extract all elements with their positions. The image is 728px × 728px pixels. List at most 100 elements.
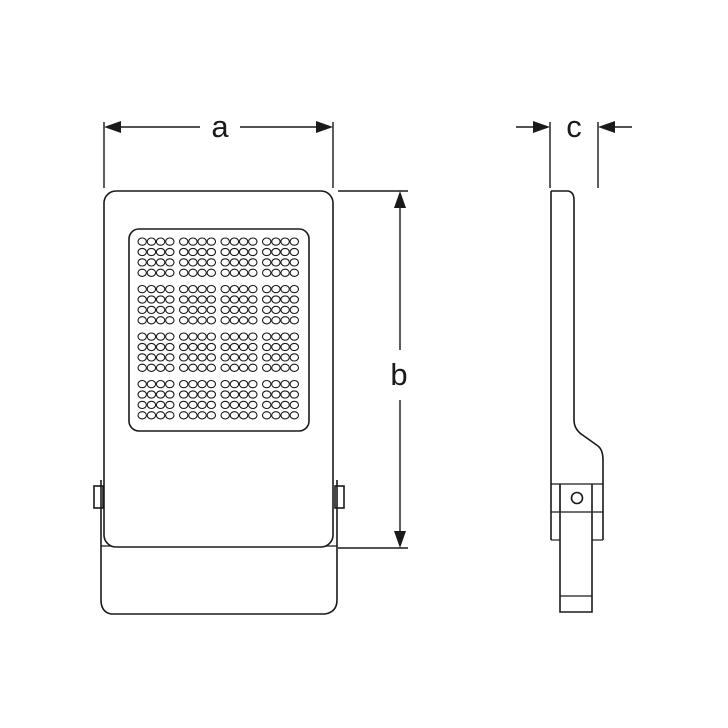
led-chip [178, 316, 189, 325]
led-chip [155, 237, 166, 246]
led-chip [261, 305, 272, 315]
led-chip [165, 284, 175, 294]
led-chip [271, 284, 281, 294]
led-chip [248, 268, 258, 277]
led-chip [206, 268, 217, 277]
led-chip [188, 342, 198, 352]
led-chip [155, 332, 166, 341]
led-chip [289, 284, 300, 294]
led-chip [188, 237, 198, 246]
led-chip [271, 305, 281, 315]
led-chip [220, 258, 230, 267]
led-chip [178, 305, 189, 315]
led-chip [206, 295, 217, 304]
led-chip [188, 295, 198, 304]
led-chip [229, 363, 240, 372]
led-chip [248, 237, 258, 246]
led-chip [238, 316, 249, 325]
led-chip [197, 305, 207, 315]
depth-dimension: c [516, 109, 632, 188]
width-dimension: a [103, 109, 334, 188]
led-chip [220, 284, 230, 294]
pivot-screw [570, 491, 584, 505]
led-chip [178, 379, 189, 389]
led-chip [229, 295, 240, 304]
led-chip [188, 353, 198, 362]
height-dimension: b [338, 190, 408, 549]
led-chip [248, 379, 258, 389]
led-chip [137, 284, 147, 294]
led-chip [206, 400, 217, 410]
led-chip [165, 342, 175, 352]
led-chip [248, 305, 258, 315]
led-chip [178, 332, 189, 341]
led-chip [238, 258, 249, 267]
led-chip [178, 284, 189, 294]
led-chip [206, 390, 217, 399]
led-chip [206, 342, 217, 352]
led-chip [289, 379, 300, 389]
led-chip [229, 237, 240, 246]
led-chip [220, 400, 230, 410]
led-chip [197, 411, 207, 420]
led-chip [197, 258, 207, 267]
led-chip [165, 400, 175, 410]
led-chip [229, 342, 240, 352]
led-chip [146, 305, 157, 315]
led-chip [238, 247, 249, 257]
led-chip [220, 342, 230, 352]
led-chip [178, 390, 189, 399]
led-chip [155, 305, 166, 315]
led-chip [146, 316, 157, 325]
led-chip [188, 316, 198, 325]
led-chip [197, 332, 207, 341]
led-chip [137, 316, 147, 325]
led-chip [280, 316, 290, 325]
led-chip [220, 237, 230, 246]
width-label: a [211, 109, 229, 144]
led-chip [137, 411, 147, 420]
led-chip [229, 284, 240, 294]
led-chip [280, 332, 290, 341]
led-chip [137, 305, 147, 315]
led-chip [238, 332, 249, 341]
led-chip [146, 379, 157, 389]
led-chip [146, 247, 157, 257]
led-chip [289, 295, 300, 304]
led-chip [155, 411, 166, 420]
led-chip [238, 353, 249, 362]
led-chip [206, 247, 217, 257]
led-chip [289, 400, 300, 410]
led-chip [280, 400, 290, 410]
led-chip [238, 295, 249, 304]
side-view: c [516, 109, 632, 613]
led-chip [188, 400, 198, 410]
led-chip [206, 305, 217, 315]
led-chip [280, 390, 290, 399]
led-chip [220, 295, 230, 304]
led-chip [178, 268, 189, 277]
led-chip [197, 295, 207, 304]
led-chip [165, 268, 175, 277]
led-chip [289, 305, 300, 315]
led-chip [280, 353, 290, 362]
led-chip [238, 268, 249, 277]
led-chip [289, 411, 300, 420]
led-chip [178, 411, 189, 420]
led-chip [261, 390, 272, 399]
led-chip [188, 305, 198, 315]
led-chip [229, 400, 240, 410]
led-chip [280, 342, 290, 352]
led-chip [271, 353, 281, 362]
led-chip [155, 379, 166, 389]
led-chip [280, 363, 290, 372]
led-chip [206, 363, 217, 372]
led-chip [271, 258, 281, 267]
led-chip [261, 295, 272, 304]
led-chip [229, 390, 240, 399]
led-chip [155, 268, 166, 277]
led-chip [238, 342, 249, 352]
led-chip [155, 284, 166, 294]
led-chip [280, 411, 290, 420]
